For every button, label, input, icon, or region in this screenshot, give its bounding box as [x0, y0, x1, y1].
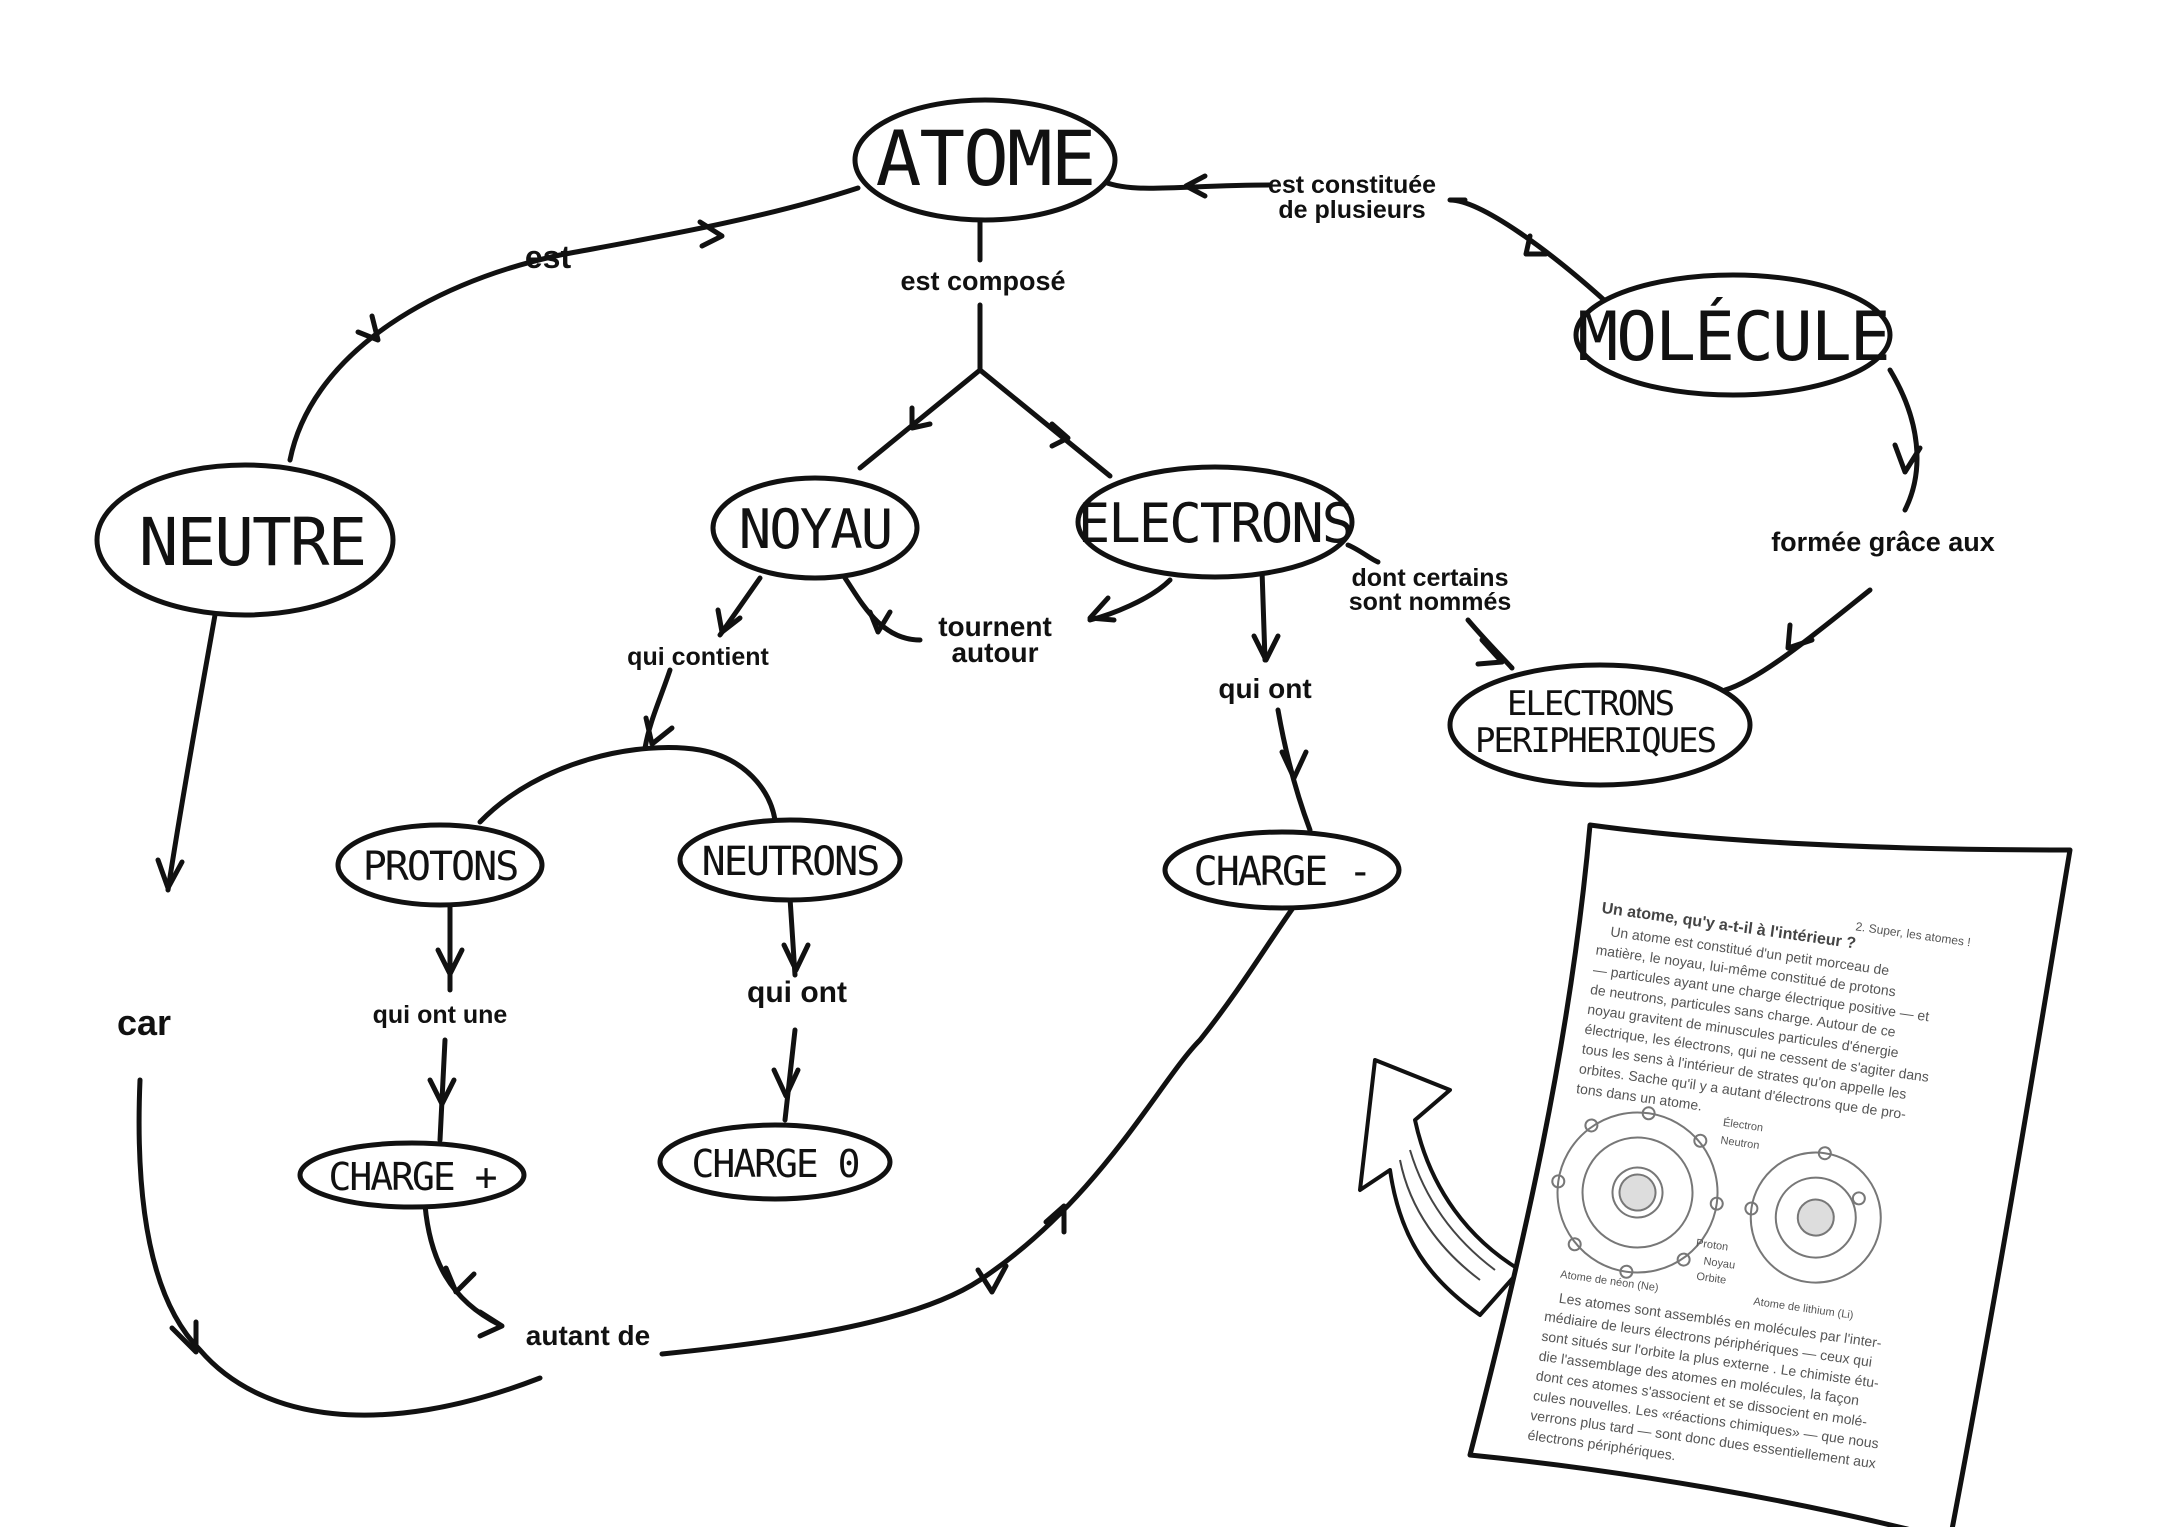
- node-noyau-label: NOYAU: [739, 498, 892, 561]
- label-qui-ont-neutrons: qui ont: [747, 976, 847, 1009]
- label-tournent-1: tournent: [938, 611, 1052, 642]
- label-formee: formée grâce aux: [1771, 527, 1995, 557]
- label-car: car: [117, 1002, 171, 1043]
- fig-label-electron: Électron: [1722, 1116, 1764, 1134]
- edge-electrons-noyau: [1087, 577, 1173, 623]
- node-charge-plus-label: CHARGE +: [328, 1155, 496, 1199]
- label-dont-certains-2: sont nommés: [1349, 588, 1512, 616]
- node-charge-zero-label: CHARGE 0: [691, 1142, 858, 1186]
- node-noyau: NOYAU: [710, 475, 920, 581]
- edge-split-noyau: [857, 367, 983, 471]
- label-qui-contient: qui contient: [627, 643, 769, 671]
- edge-molecule-atome: [1447, 197, 1618, 313]
- node-neutrons-label: NEUTRONS: [702, 839, 879, 885]
- label-qui-ont-electrons: qui ont: [1218, 673, 1311, 704]
- node-electrons: ELECTRONS: [1075, 464, 1355, 580]
- node-molecule-label: MOLÉCULE: [1577, 297, 1889, 377]
- fig-label-noyau: Noyau: [1703, 1255, 1736, 1271]
- node-neutre: NEUTRE: [94, 462, 396, 618]
- atom-lithium-illustration: [1744, 1146, 1882, 1284]
- curved-arrow-icon: [1358, 1058, 1522, 1317]
- node-protons: PROTONS: [335, 822, 545, 908]
- label-tournent-2: autour: [951, 637, 1038, 668]
- label-est-constituee-1: est constituée: [1268, 171, 1436, 199]
- fig-label-neutron: Neutron: [1720, 1135, 1760, 1152]
- edge-molecule-periph: [1887, 367, 1920, 513]
- node-periph-label-1: ELECTRONS: [1507, 684, 1674, 724]
- connectors: [136, 173, 1923, 1418]
- edge-electrons-periph: [1345, 542, 1381, 565]
- node-molecule: MOLÉCULE: [1573, 272, 1893, 398]
- node-periph-label-2: PERIPHERIQUES: [1475, 721, 1716, 761]
- label-qui-ont-une: qui ont une: [373, 1001, 508, 1029]
- label-est-constituee-2: de plusieurs: [1278, 196, 1425, 224]
- label-autant-de: autant de: [526, 1320, 650, 1351]
- edge-labels: est est composé est constituée de plusie…: [117, 171, 1995, 1351]
- document-page: 2. Super, les atomes ! Un atome, qu'y a-…: [1467, 822, 2073, 1527]
- node-protons-label: PROTONS: [363, 844, 518, 890]
- fig-label-proton: Proton: [1695, 1237, 1729, 1253]
- edge-electrons-charge-minus: [1259, 567, 1268, 663]
- atom-neon-illustration: [1551, 1106, 1724, 1279]
- label-dont-certains-1: dont certains: [1352, 564, 1509, 592]
- node-atome-label: ATOME: [876, 114, 1095, 203]
- node-charge-zero: CHARGE 0: [657, 1122, 893, 1202]
- node-charge-plus: CHARGE +: [297, 1140, 527, 1210]
- node-electrons-peripheriques: ELECTRONS PERIPHERIQUES: [1447, 662, 1753, 788]
- edge-split-electrons: [977, 367, 1113, 479]
- edge-neutre-car: [165, 612, 218, 893]
- node-charge-minus-label: CHARGE -: [1194, 849, 1371, 895]
- node-charge-minus: CHARGE -: [1162, 829, 1402, 911]
- node-atome: ATOME: [852, 97, 1118, 223]
- edge-charge-plus-autant: [422, 1202, 503, 1328]
- label-est-compose: est composé: [900, 266, 1065, 296]
- fig-label-orbite: Orbite: [1696, 1271, 1727, 1287]
- node-neutrons: NEUTRONS: [677, 817, 903, 903]
- node-electrons-label: ELECTRONS: [1078, 492, 1353, 555]
- label-est: est: [525, 239, 572, 275]
- edge-atome-neutre: [287, 185, 861, 463]
- edge-autant-charge-minus: [659, 902, 1298, 1357]
- node-neutre-label: NEUTRE: [139, 504, 365, 581]
